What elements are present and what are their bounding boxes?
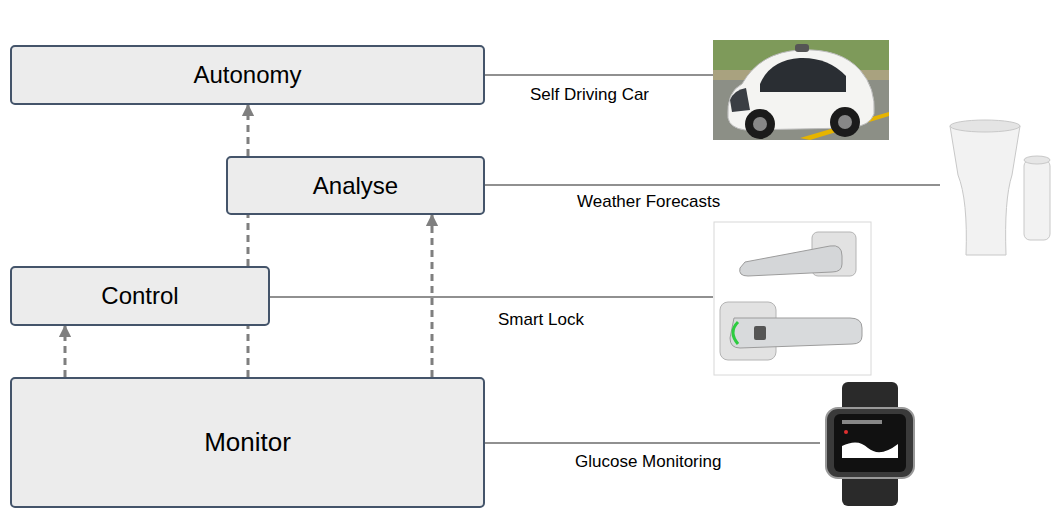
box-label: Analyse: [313, 172, 398, 200]
dashed-arrow: [431, 215, 434, 377]
dashed-arrow: [247, 215, 250, 266]
picture-caption: Smart Lock: [498, 310, 584, 330]
picture-caption: Glucose Monitoring: [575, 452, 721, 472]
dashed-arrow: [64, 326, 67, 377]
dashed-arrow: [247, 105, 250, 156]
smart-lock-picture: [714, 222, 871, 375]
picture-caption: Self Driving Car: [530, 85, 649, 105]
process-box: Analyse: [226, 156, 485, 215]
leader-line: [485, 184, 940, 185]
picture-caption: Weather Forecasts: [577, 192, 720, 212]
box-label: Autonomy: [193, 61, 301, 89]
leader-line: [270, 296, 713, 297]
process-box: Autonomy: [10, 45, 485, 105]
leader-line: [485, 442, 820, 443]
process-box: Monitor: [10, 377, 485, 508]
car-picture: [713, 40, 889, 140]
box-label: Control: [101, 282, 178, 310]
process-box: Control: [10, 266, 270, 326]
leader-line: [485, 74, 713, 75]
watch-picture: [826, 382, 914, 506]
box-label: Monitor: [204, 427, 291, 458]
dashed-arrow: [247, 326, 250, 377]
weather-station-picture: [950, 120, 1050, 255]
